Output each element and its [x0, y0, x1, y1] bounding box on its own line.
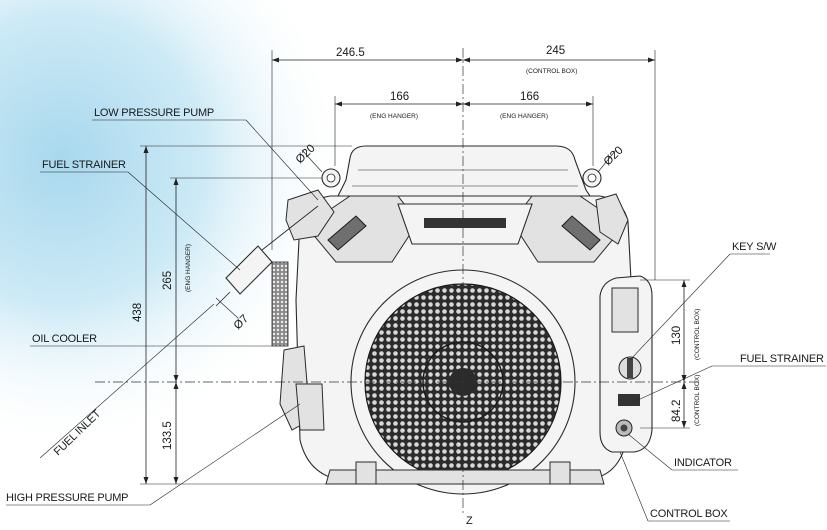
- dim-hanger-left: 166: [390, 91, 409, 103]
- label-key-switch: KEY S/W: [732, 241, 777, 253]
- fuel-strainer-indicator: [618, 394, 640, 406]
- label-fuel-strainer-left: FUEL STRAINER: [42, 159, 126, 171]
- dim-box-lower: 84.2: [671, 400, 683, 422]
- dim-box-lower-note: (CONTROL BOX): [694, 375, 701, 426]
- dimension-lines: [140, 50, 690, 485]
- dim-width-right-note: (CONTROL BOX): [526, 68, 577, 75]
- label-indicator: INDICATOR: [674, 457, 732, 469]
- dim-box-upper: 130: [671, 326, 683, 345]
- fuel-strainer-body: [225, 245, 273, 295]
- label-leaders: [6, 119, 826, 522]
- dim-height-hanger-note: (ENG HANGER): [185, 244, 192, 292]
- dim-width-right: 245: [546, 45, 565, 57]
- label-high-pressure-pump: HIGH PRESSURE PUMP: [6, 492, 128, 504]
- label-control-box: CONTROL BOX: [650, 508, 728, 520]
- label-oil-cooler: OIL COOLER: [32, 333, 97, 345]
- dim-box-upper-note: (CONTROL BOX): [694, 309, 701, 360]
- oil-cooler-part: [271, 261, 289, 347]
- dim-height-lower: 133.5: [162, 421, 174, 450]
- dim-hanger-right-note: (ENG HANGER): [500, 113, 548, 120]
- dim-height-total: 438: [132, 303, 144, 322]
- label-low-pressure-pump: LOW PRESSURE PUMP: [94, 107, 214, 119]
- label-fuel-strainer-right: FUEL STRAINER: [740, 353, 824, 365]
- dim-width-left: 246.5: [336, 47, 365, 59]
- dim-hanger-right: 166: [520, 91, 539, 103]
- center-slot: [424, 218, 506, 228]
- dim-hanger-left-note: (ENG HANGER): [370, 113, 418, 120]
- dim-height-hanger: 265: [162, 271, 174, 290]
- label-axis-z: Z: [466, 515, 473, 527]
